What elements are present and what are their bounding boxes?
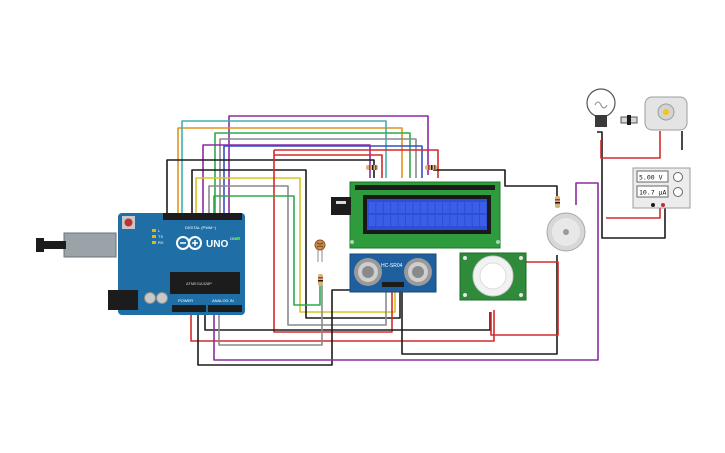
lcd-cell: [413, 202, 420, 213]
digital-header[interactable]: [163, 213, 242, 220]
ultrasonic-model-label: HC-SR04: [381, 263, 403, 269]
lcd-i2c-backpack: [331, 197, 351, 215]
wire-purple-bottom[interactable]: [213, 182, 599, 361]
wire-red-side[interactable]: [273, 150, 393, 333]
power-jack[interactable]: [108, 290, 138, 310]
power-header[interactable]: [172, 305, 206, 312]
lcd-cell: [420, 202, 428, 213]
resistor-ldr[interactable]: [318, 274, 323, 286]
dc-motor[interactable]: [644, 96, 688, 131]
lcd-cell: [443, 215, 450, 226]
on-label: ON: [230, 236, 236, 241]
wire-red-top[interactable]: [274, 154, 383, 178]
wire-blue-top[interactable]: [223, 145, 423, 213]
tx-label: TX: [158, 234, 163, 239]
analog-label: ANALOG IN: [212, 298, 234, 303]
lcd-cell: [376, 202, 383, 213]
lcd-cell: [413, 215, 420, 226]
lcd-cell: [465, 215, 472, 226]
lcd-cell: [376, 215, 383, 226]
lcd-cell: [369, 215, 376, 226]
chip-label: ATMEGA328P: [186, 281, 212, 286]
lcd-cell: [450, 202, 457, 213]
lcd-cell: [443, 202, 450, 213]
lcd-cell: [435, 215, 442, 226]
current-display: [636, 185, 669, 198]
wire-black-lcd[interactable]: [433, 169, 558, 200]
wire-green-side[interactable]: [213, 195, 321, 306]
l-label: L: [158, 228, 161, 233]
wire-gray-bottom[interactable]: [218, 282, 323, 346]
digital-label: DIGITAL (PWM~): [185, 225, 217, 230]
voltage-reading: 5.00 V: [639, 174, 663, 182]
resistor-buzzer[interactable]: [555, 196, 560, 208]
usb-connector[interactable]: [63, 232, 117, 258]
lcd-cell: [435, 202, 442, 213]
lcd-cell: [428, 215, 435, 226]
lcd-cell: [398, 215, 405, 226]
lcd-cell: [383, 215, 391, 226]
wire-gray-side[interactable]: [208, 185, 387, 326]
lcd-cell: [383, 202, 391, 213]
photoresistor[interactable]: [314, 239, 326, 262]
arduino-uno-board[interactable]: UNO DIGITAL (PWM~) POWER ANALOG IN TX RX…: [36, 213, 245, 315]
wire-black-bottom2[interactable]: [204, 305, 491, 331]
lcd-cell: [457, 215, 465, 226]
lcd-cell: [391, 202, 398, 213]
led-l: [152, 229, 156, 232]
lcd-character-cells: [369, 202, 487, 226]
resistor-lcd-left[interactable]: [366, 165, 378, 170]
wire-yellow-side[interactable]: [195, 177, 396, 313]
ultrasonic-sensor[interactable]: HC-SR04: [349, 253, 437, 293]
lcd-cell: [398, 202, 405, 213]
wire-red-buzzer[interactable]: [490, 261, 559, 336]
wire-black-lamp[interactable]: [597, 131, 666, 239]
led-rx: [152, 241, 156, 244]
analog-header[interactable]: [208, 305, 242, 312]
power-label: POWER: [178, 298, 193, 303]
lcd-cell: [428, 202, 435, 213]
lcd-cell: [406, 202, 413, 213]
lcd-cell: [369, 202, 376, 213]
voltage-display: [636, 170, 669, 183]
wire-orange-top[interactable]: [177, 127, 403, 213]
board-brand-label: UNO: [206, 239, 228, 250]
current-reading: 10.7 µA: [639, 189, 666, 197]
lcd-cell: [406, 215, 413, 226]
lcd-cell: [420, 215, 428, 226]
lcd-cell: [391, 215, 398, 226]
multimeter[interactable]: 5.00 V 10.7 µA: [632, 167, 691, 209]
wire-black-side[interactable]: [191, 169, 401, 319]
wire-purple-top[interactable]: [228, 115, 429, 213]
resistor-lcd-right[interactable]: [425, 165, 437, 170]
wire-green-top[interactable]: [214, 132, 411, 213]
wire-red-bottom[interactable]: [190, 305, 495, 342]
light-bulb[interactable]: [586, 88, 616, 127]
lcd-cell: [450, 215, 457, 226]
lcd-16x2-display[interactable]: [331, 181, 501, 249]
voltage-dial-icon[interactable]: [673, 172, 683, 182]
rx-label: RX: [158, 240, 164, 245]
wire-red-lamp[interactable]: [600, 131, 661, 159]
lcd-cell: [472, 215, 479, 226]
wire-purple-2[interactable]: [202, 144, 371, 213]
lcd-cell: [480, 215, 487, 226]
lcd-cell: [480, 202, 487, 213]
wire-gray-top[interactable]: [219, 138, 417, 213]
lcd-cell: [472, 202, 479, 213]
pir-motion-sensor[interactable]: [459, 252, 527, 301]
lcd-cell: [457, 202, 465, 213]
wire-red-top2[interactable]: [274, 149, 439, 178]
atmega-chip: [170, 272, 240, 294]
led-on: [236, 237, 240, 240]
current-dial-icon[interactable]: [673, 187, 683, 197]
wire-red-meter[interactable]: [606, 205, 661, 219]
led-tx: [152, 235, 156, 238]
slide-switch[interactable]: [620, 115, 638, 125]
lcd-cell: [465, 202, 472, 213]
arduino-logo-icon: [176, 236, 202, 250]
piezo-buzzer[interactable]: [546, 212, 586, 252]
